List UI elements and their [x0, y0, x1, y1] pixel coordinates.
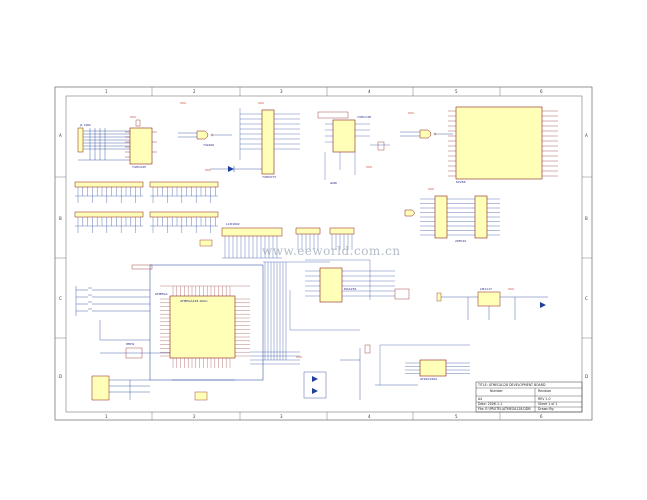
row-label-c-right: C [585, 296, 588, 301]
inner-frame [65, 95, 583, 413]
title-rev-value: REV 1.0 [538, 397, 551, 401]
col-label-6: 6 [540, 89, 543, 94]
row-label-c: C [59, 296, 62, 301]
col-label-3: 3 [280, 89, 283, 94]
col-label-4: 4 [368, 89, 371, 94]
header-row-mid-2 [149, 211, 219, 233]
ic-u4-label: 62256 [456, 180, 466, 184]
ic-u2-label: 74HC573 [262, 175, 276, 179]
ic-u1-mcu: ATMEGA128-16AU ATMEGA [131, 239, 264, 381]
bottom-small-chip [172, 379, 235, 401]
svg-text:VCC: VCC [258, 101, 264, 105]
nand-gate-right: VCC [400, 111, 453, 139]
diode-section: VCC [296, 344, 418, 400]
row-label-b-right: B [585, 216, 588, 221]
svg-text:VCC: VCC [205, 168, 211, 172]
ic-top-mid: 74HC138 GND VCC [317, 111, 390, 185]
row-label-a: A [59, 133, 62, 138]
col-label-4-bottom: 4 [368, 414, 371, 419]
col-label-5-bottom: 5 [455, 414, 458, 419]
row-label-a-right: A [585, 133, 588, 138]
title-file: File: E:\PROTEL\ATMEGA128.DDB [478, 407, 531, 411]
border-column-ticks [55, 87, 592, 420]
title-number: Number [490, 389, 503, 393]
col-label-3-bottom: 3 [280, 414, 283, 419]
svg-text:VCC: VCC [366, 165, 372, 169]
title-drawn: Drawn By: [538, 407, 554, 411]
title-date: Date: 2006-1-1 [478, 402, 502, 406]
nand-gate-top: VCC 74LS00 [178, 101, 232, 147]
top-left-connector-block: J1 CON [77, 123, 130, 161]
svg-text:VCC: VCC [408, 111, 414, 115]
col-label-1: 1 [105, 89, 108, 94]
row-label-d: D [59, 374, 62, 379]
regulator: LM1117 VCC [436, 287, 548, 320]
ic-top-left: 74HC245 VCC [125, 115, 157, 169]
ic-u2: 74HC573 VCC [239, 101, 300, 179]
title-sheet: Sheet 1 of 1 [538, 402, 557, 406]
mcu-bus-wires [250, 261, 330, 365]
header-row-mid-1 [149, 181, 219, 203]
title-row1: TITLE: ATMEGA128 DEVELOPMENT BOARD [477, 383, 546, 387]
row-label-d-right: D [585, 374, 588, 379]
osc-label: 8MHz [126, 342, 135, 346]
ic-top-mid-label: 74HC138 [357, 115, 371, 119]
outer-frame [54, 86, 593, 421]
col-label-2-bottom: 2 [193, 414, 196, 419]
svg-text:VCC: VCC [296, 355, 302, 359]
svg-text:ATMEGA: ATMEGA [155, 292, 168, 296]
svg-text:VCC: VCC [130, 115, 136, 119]
svg-text:VCC: VCC [428, 187, 434, 191]
flash-label: AT29C010A [420, 377, 438, 381]
svg-text:J1 CON: J1 CON [79, 123, 90, 127]
ic-u1-label: ATMEGA128-16AU [180, 299, 207, 303]
ic-u3-label: MAX232 [344, 287, 357, 291]
title-block: TITLE: ATMEGA128 DEVELOPMENT BOARD Numbe… [475, 381, 583, 413]
reset-block [91, 375, 150, 401]
reg-label: LM1117 [480, 287, 492, 291]
watermark: www.eeworld.com.cn [262, 244, 401, 258]
border-labels: 1 2 3 4 5 6 1 2 3 4 5 6 A B C D A B C D [59, 89, 588, 419]
lcd-connector: LCD1602 [221, 222, 283, 259]
svg-text:VCC: VCC [508, 287, 514, 291]
ic-u4: 62256 [448, 106, 558, 184]
lcd-label: LCD1602 [226, 222, 240, 226]
col-label-1-bottom: 1 [105, 414, 108, 419]
svg-text:GND: GND [330, 181, 338, 185]
col-label-2: 2 [193, 89, 196, 94]
left-switches [75, 286, 150, 341]
col-label-5: 5 [455, 89, 458, 94]
crystal-area: 8MHz [100, 342, 170, 359]
ic-top-left-label: 74HC245 [132, 165, 146, 169]
ic-u5: 29F010 VCC [404, 187, 500, 243]
ic-u3: MAX232 [289, 259, 410, 331]
ic-flash: AT29C010A [379, 344, 470, 385]
ic-u5-label: 29F010 [455, 239, 466, 243]
header-row-left-1 [74, 181, 144, 203]
row-label-b: B [59, 216, 62, 221]
header-row-left-2 [74, 211, 144, 233]
mid-connectors [295, 227, 355, 250]
led-top: VCC [205, 166, 262, 172]
title-size: A4 [478, 397, 482, 401]
svg-text:74LS00: 74LS00 [203, 143, 214, 147]
col-label-6-bottom: 6 [540, 414, 543, 419]
svg-text:VCC: VCC [180, 101, 186, 105]
title-revision: Revision [538, 389, 551, 393]
